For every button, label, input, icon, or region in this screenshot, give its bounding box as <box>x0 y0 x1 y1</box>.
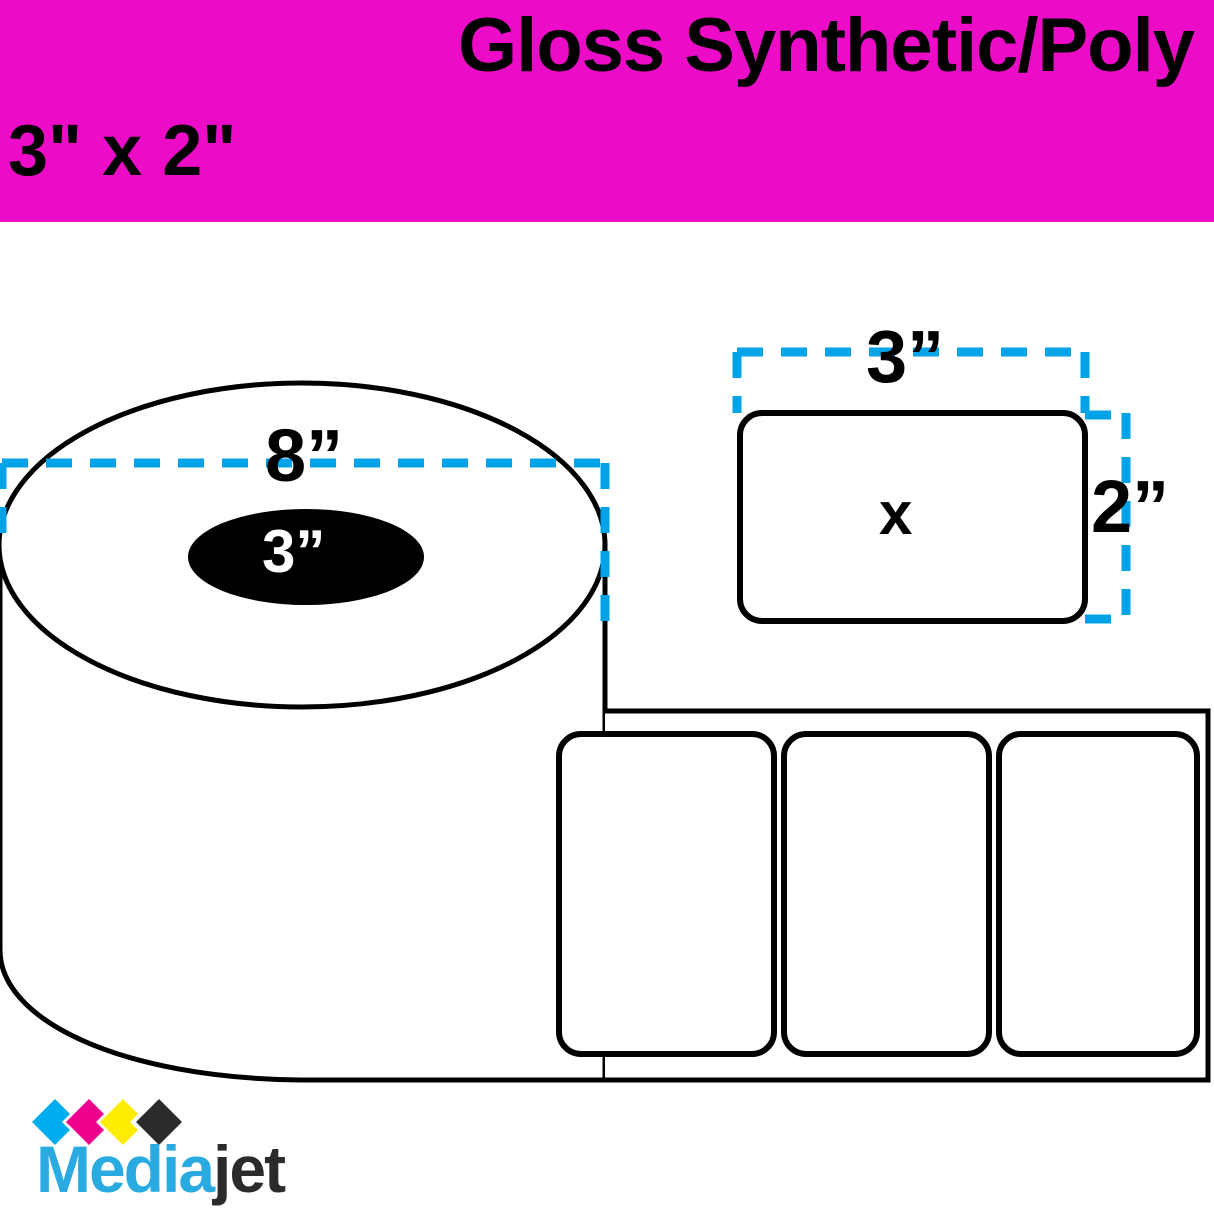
chevron-cyan-icon <box>32 1099 70 1145</box>
logo-wordmark: Mediajet <box>36 1136 286 1202</box>
roll-core-hole <box>188 509 424 605</box>
page-title: Gloss Synthetic/Poly <box>458 3 1195 88</box>
label-center-mark: x <box>879 480 913 547</box>
logo-jet-text: jet <box>213 1132 286 1206</box>
roll-diameter-dimension <box>0 458 610 628</box>
label-web-strip <box>556 708 1211 1083</box>
roll-core-label: 3” <box>262 518 326 585</box>
label-width-label: 3” <box>866 315 945 398</box>
brand-logo: Mediajet <box>36 1090 336 1202</box>
diamond-black-icon <box>136 1099 182 1145</box>
label-width-dimension <box>732 347 1090 413</box>
label-height-dimension <box>1085 410 1131 624</box>
logo-media-text: Media <box>36 1132 215 1206</box>
chevron-yellow-icon <box>100 1099 138 1145</box>
web-label-2 <box>781 731 992 1057</box>
single-label-outline <box>737 410 1088 624</box>
logo-chevron-group <box>32 1099 182 1145</box>
single-label-illustration <box>737 410 1088 624</box>
label-height-label: 2” <box>1091 465 1170 548</box>
web-label-1 <box>556 731 777 1057</box>
product-size-label: 3" x 2" <box>8 111 237 191</box>
chevron-magenta-icon <box>66 1099 104 1145</box>
header-banner: Gloss Synthetic/Poly 3" x 2" <box>0 0 1214 222</box>
roll-diameter-label: 8” <box>265 414 344 497</box>
web-label-3 <box>996 731 1200 1057</box>
